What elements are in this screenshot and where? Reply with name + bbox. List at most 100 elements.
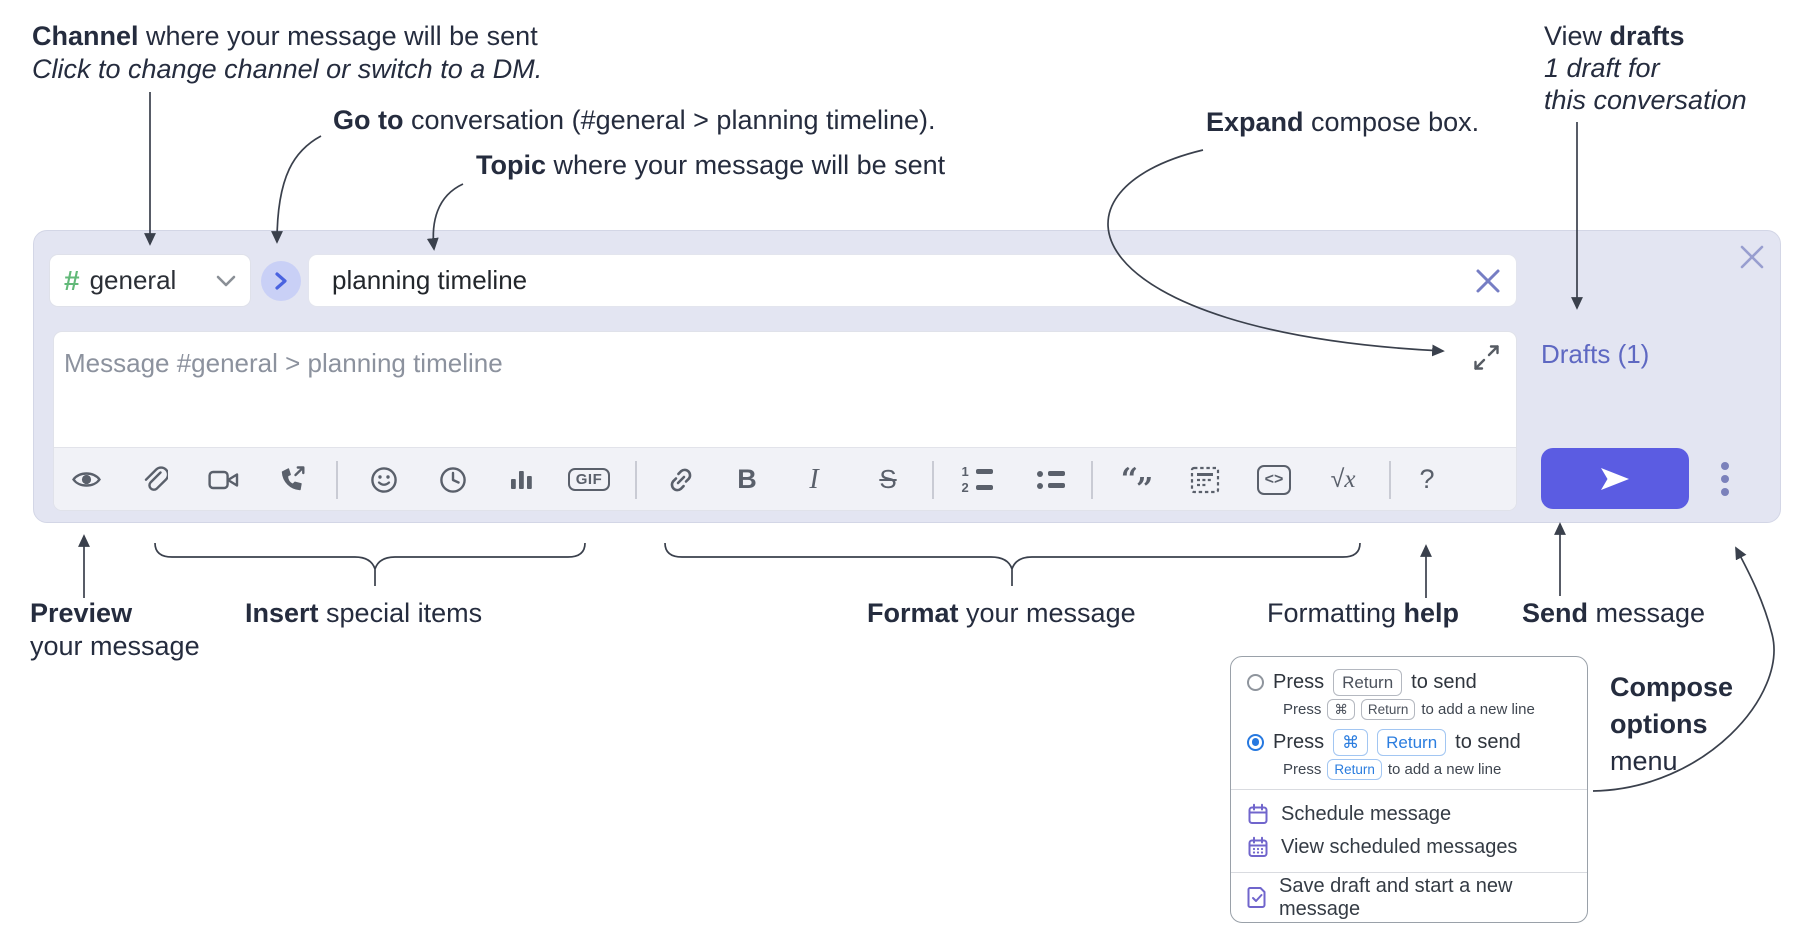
arrow-goto <box>271 135 322 244</box>
math-sqrt-icon: √x <box>1330 465 1356 493</box>
annotation-fmthelp-pre: Formatting <box>1267 598 1404 628</box>
annotation-preview-bold: Preview <box>30 598 133 628</box>
quote-button[interactable]: “” <box>1116 448 1160 511</box>
annotation-view-drafts: View drafts 1 draft for this conversatio… <box>1544 20 1747 116</box>
annotation-preview: Preview your message <box>30 597 200 663</box>
key-cmd: ⌘ <box>1327 698 1355 720</box>
code-icon: <> <box>1257 464 1291 495</box>
option2-sub-press: Press <box>1283 760 1322 778</box>
chevron-right-icon <box>275 272 287 290</box>
message-card: GIF B I <box>53 331 1517 511</box>
message-textarea[interactable] <box>54 332 1516 449</box>
strikethrough-button[interactable]: S <box>866 448 910 511</box>
phone-call-icon <box>281 466 305 491</box>
time-button[interactable] <box>431 448 475 511</box>
bold-button[interactable]: B <box>725 448 769 511</box>
annotation-send: Send message <box>1522 597 1705 630</box>
gif-button[interactable]: GIF <box>567 448 611 511</box>
annotation-formatting-help: Formatting help <box>1267 597 1459 630</box>
attach-file-button[interactable] <box>132 448 176 511</box>
annotation-expand: Expand compose box. <box>1206 106 1479 139</box>
send-plane-icon <box>1601 467 1629 490</box>
link-button[interactable] <box>659 448 703 511</box>
quote-icon: “” <box>1120 461 1154 507</box>
option1-sub-press: Press <box>1283 700 1322 718</box>
close-compose-x-icon[interactable] <box>1739 244 1765 270</box>
emoji-button[interactable] <box>362 448 406 511</box>
annotation-goto: Go to conversation (#general > planning … <box>333 104 936 137</box>
annotation-co-line2: options <box>1610 709 1708 739</box>
annotation-goto-rest: conversation (#general > planning timeli… <box>403 105 936 135</box>
clock-icon <box>440 466 466 493</box>
chevron-down-icon <box>216 275 236 286</box>
annotation-format-bold: Format <box>867 598 959 628</box>
toolbar-divider <box>1389 461 1391 499</box>
voice-call-button[interactable] <box>270 448 314 511</box>
topic-input[interactable] <box>308 254 1517 307</box>
toolbar-divider <box>1091 461 1093 499</box>
menu-item-label: View scheduled messages <box>1281 836 1518 858</box>
numbered-list-icon: 1 2 <box>962 465 993 494</box>
video-call-button[interactable] <box>201 448 245 511</box>
menu-option-cmd-enter-to-send[interactable]: Press ⌘ Return to send <box>1231 727 1587 757</box>
numbered-list-button[interactable]: 1 2 <box>955 448 999 511</box>
annotation-channel: Channel where your message will be sent … <box>32 20 542 86</box>
menu-item-label: Schedule message <box>1281 803 1452 825</box>
compose-box: # general <box>33 230 1781 523</box>
annotation-topic-bold: Topic <box>476 150 546 180</box>
menu-item-schedule-message[interactable]: Schedule message <box>1231 798 1587 831</box>
menu-item-view-scheduled[interactable]: View scheduled messages <box>1231 831 1587 864</box>
option2-sub-suffix: to add a new line <box>1387 760 1502 778</box>
annotation-preview-line2: your message <box>30 631 200 661</box>
menu-item-save-draft[interactable]: Save draft and start a new message <box>1231 875 1587 920</box>
option2-press: Press <box>1273 730 1325 753</box>
compose-options-menu: Press Return to send Press ⌘ Return to a… <box>1230 656 1588 923</box>
annotation-insert-rest: special items <box>318 598 483 628</box>
calendar-icon <box>1248 803 1268 824</box>
compose-options-button[interactable] <box>1713 454 1737 504</box>
annotation-format: Format your message <box>867 597 1136 630</box>
menu-option-enter-sub: Press ⌘ Return to add a new line <box>1231 697 1587 721</box>
channel-selector[interactable]: # general <box>49 254 251 307</box>
question-mark-icon: ? <box>1419 464 1435 494</box>
option2-suffix: to send <box>1455 730 1521 753</box>
gif-icon: GIF <box>567 468 611 491</box>
annotation-drafts-pre: View <box>1544 21 1610 51</box>
radio-icon[interactable] <box>1247 673 1264 691</box>
channel-name: general <box>89 265 177 295</box>
italic-button[interactable]: I <box>792 448 836 511</box>
poll-button[interactable] <box>499 448 543 511</box>
preview-button[interactable] <box>64 448 108 511</box>
radio-selected-icon[interactable] <box>1247 733 1264 751</box>
key-return: Return <box>1333 668 1403 696</box>
spoiler-icon <box>1190 466 1220 493</box>
calendar-scheduled-icon <box>1248 836 1268 857</box>
annotation-insert-bold: Insert <box>245 598 319 628</box>
drafts-link[interactable]: Drafts (1) <box>1541 339 1650 369</box>
go-to-conversation-button[interactable] <box>261 261 301 301</box>
math-button[interactable]: √x <box>1321 448 1365 511</box>
annotation-expand-bold: Expand <box>1206 107 1304 137</box>
formatting-help-button[interactable]: ? <box>1405 448 1449 511</box>
clear-topic-x-icon[interactable] <box>1475 268 1501 294</box>
toolbar-divider <box>932 461 934 499</box>
menu-option-enter-to-send[interactable]: Press Return to send <box>1231 667 1587 697</box>
option1-sub-suffix: to add a new line <box>1421 700 1535 718</box>
expand-compose-icon[interactable] <box>1473 344 1500 371</box>
annotation-drafts-line3: this conversation <box>1544 85 1747 115</box>
spoiler-button[interactable] <box>1183 448 1227 511</box>
code-button[interactable]: <> <box>1252 448 1296 511</box>
annotation-insert: Insert special items <box>245 597 482 630</box>
brace-format <box>664 542 1361 586</box>
menu-item-label: Save draft and start a new message <box>1279 874 1513 920</box>
eye-icon <box>71 472 101 487</box>
bulleted-list-button[interactable] <box>1029 448 1073 511</box>
annotation-format-rest: your message <box>958 598 1136 628</box>
toolbar-divider <box>336 461 338 499</box>
annotation-expand-rest: compose box. <box>1303 107 1480 137</box>
bulleted-list-icon <box>1037 470 1065 489</box>
key-return-blue: Return <box>1327 758 1382 780</box>
send-button[interactable] <box>1541 448 1689 509</box>
strikethrough-icon: S <box>879 464 897 494</box>
